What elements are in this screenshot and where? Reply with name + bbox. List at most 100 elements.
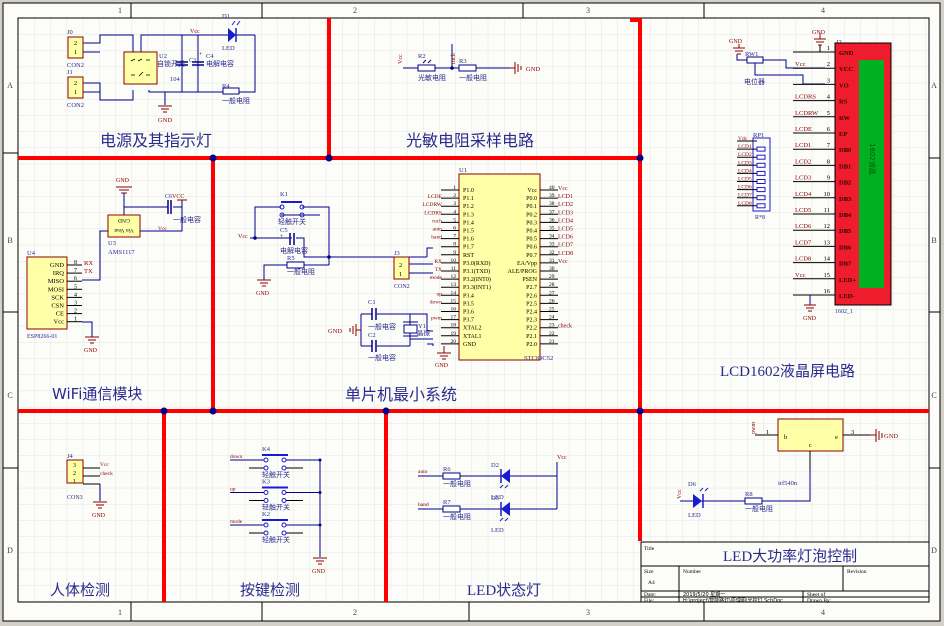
title-block: Title Size A4 Number Revision Date: 2019… xyxy=(640,541,930,604)
ref-c2: C2 xyxy=(368,332,376,339)
led-power-section: b e c 1 3 pwm GND irf540n R8 一般电阻 D6 LED… xyxy=(677,418,898,519)
mcu-stc89c52[interactable] xyxy=(458,173,541,361)
u1-pin-name: P3.2(INT0) xyxy=(463,276,491,283)
wifi-pin-name: SCK xyxy=(51,294,64,301)
lcd-net-label: Vcc xyxy=(795,61,806,68)
u1-pin-number: 30 xyxy=(549,266,555,272)
switch-contact xyxy=(281,522,287,528)
net-vcc: Vcc xyxy=(557,455,567,461)
u1-pin-number: 23 xyxy=(549,323,555,329)
ref-k1: K1 xyxy=(280,191,288,198)
mosfet-irf540n[interactable] xyxy=(777,418,844,452)
net-gnd: GND xyxy=(84,348,98,354)
wifi-pin-number: 4 xyxy=(74,292,77,298)
section-title-keys: 按键检测 xyxy=(240,581,300,599)
u1-pin-name: P1.3 xyxy=(463,212,474,218)
u1-pin-number: 19 xyxy=(451,331,457,337)
mcu-section: K1 轻触开关 C5 + 电解电容 Vcc R5 一般电阻 GND 2 1 J3… xyxy=(238,167,573,404)
u1-pin-number: 15 xyxy=(451,298,457,304)
zone-borders xyxy=(3,3,940,621)
net-vcc: Vcc xyxy=(158,226,167,232)
ref-u3: U3 xyxy=(108,240,116,247)
resistor-element xyxy=(756,154,766,160)
u1-pin-name: ALE/PROG xyxy=(508,269,538,275)
u1-pin-name: EA/Vpp xyxy=(517,261,537,267)
u1-pin-name: P3.3(INT1) xyxy=(463,284,491,291)
crystal-y1 xyxy=(403,324,418,334)
connector-j0[interactable] xyxy=(67,36,84,59)
desc-r2: 光敏电阻 xyxy=(418,73,446,82)
u1-pin-number: 12 xyxy=(451,274,457,280)
resistor-ref: R7 xyxy=(443,499,451,506)
u1-pin-name: GND xyxy=(463,342,477,348)
row-label: A xyxy=(931,81,937,90)
lcd-pin-name: RW xyxy=(839,115,850,122)
lcd-screen-label: 1602液晶 xyxy=(868,143,877,175)
lcd-pin-number: 13 xyxy=(824,239,831,246)
ref-j0: J0 xyxy=(67,29,73,36)
pin-number: 3 xyxy=(73,463,76,469)
net-vcc: Vcc xyxy=(677,489,683,499)
size-value: A4 xyxy=(648,580,655,586)
ref-j4: J4 xyxy=(67,453,74,460)
part-ams1117: AMS1117 xyxy=(108,249,135,256)
resistor-element xyxy=(756,170,766,176)
net-pwm: pwm xyxy=(751,422,757,434)
pin-name: Vin Vout xyxy=(114,227,134,233)
wifi-module-u4[interactable] xyxy=(26,256,68,330)
lcd-net-label: LCD8 xyxy=(795,256,811,263)
u1-pin-number: 26 xyxy=(549,298,555,304)
net-gnd: GND xyxy=(812,30,826,36)
u1-net-label: LCD6 xyxy=(558,235,573,241)
net-ruch: ruch xyxy=(451,53,457,64)
wifi-pin-name: CSN xyxy=(51,303,64,310)
u1-pin-name: P1.2 xyxy=(463,204,474,210)
u1-pin-name: P2.0 xyxy=(526,342,537,348)
part-stc89c52: STC89C52 xyxy=(524,355,553,362)
section-title-human: 人体检测 xyxy=(50,581,110,599)
u1-pin-name: P3.5 xyxy=(463,301,474,307)
pin-number: 1 xyxy=(73,479,76,485)
pin-name: e xyxy=(835,434,838,441)
resistor-element xyxy=(756,187,766,193)
lcd-pin-name: VO xyxy=(839,82,849,89)
desc-r8: 一般电阻 xyxy=(745,504,773,513)
switch-u2[interactable] xyxy=(123,51,158,85)
diode-ref: D3 xyxy=(491,495,499,502)
rp-net-label: LCD7 xyxy=(738,193,752,199)
rp-net-label: LCD8 xyxy=(738,201,752,207)
net-gnd: GND xyxy=(803,316,817,322)
wifi-pin-name: IRQ xyxy=(53,270,65,277)
desc-c1: 一般电容 xyxy=(368,322,396,331)
net-gnd: GND xyxy=(116,178,130,184)
part-esp8266: ESP8266-01 xyxy=(27,334,57,340)
u1-pin-number: 14 xyxy=(451,290,457,296)
connector-j3[interactable] xyxy=(393,256,410,280)
lcd-pin-name: DB2 xyxy=(839,180,851,187)
row-label: D xyxy=(931,546,937,555)
u1-pin-number: 32 xyxy=(549,250,555,256)
connector-j1[interactable] xyxy=(67,76,84,99)
desc-r5: 一般电阻 xyxy=(287,267,315,276)
diode-desc: LED xyxy=(491,494,504,501)
part-irf540n: irf540n xyxy=(778,480,798,487)
ref-r2: R2 xyxy=(418,53,426,60)
lcd-net-label: LCD1 xyxy=(795,142,811,149)
ref-r3: R3 xyxy=(459,58,467,65)
regulator-u3[interactable] xyxy=(107,214,141,238)
resistor-element xyxy=(756,162,766,168)
u1-pin-number: 25 xyxy=(549,307,555,313)
lcd-section: GND RW1 电位器 GND J2 1602液晶 1602_1 1GND2VC… xyxy=(720,30,892,380)
resistor-element xyxy=(756,179,766,184)
u1-pin-name: P1.1 xyxy=(463,196,474,202)
led-net-label: auto xyxy=(418,469,428,475)
connector-j4[interactable] xyxy=(66,459,84,484)
u1-pin-number: 13 xyxy=(451,282,457,288)
u1-net-label: LCD4 xyxy=(558,218,573,224)
part-con2: CON2 xyxy=(67,102,84,109)
u1-pin-name: P1.4 xyxy=(463,220,474,226)
lcd-pin-name: DB4 xyxy=(839,212,852,219)
ref-j3: J3 xyxy=(394,250,400,257)
lcd-pin-number: 8 xyxy=(827,158,830,165)
